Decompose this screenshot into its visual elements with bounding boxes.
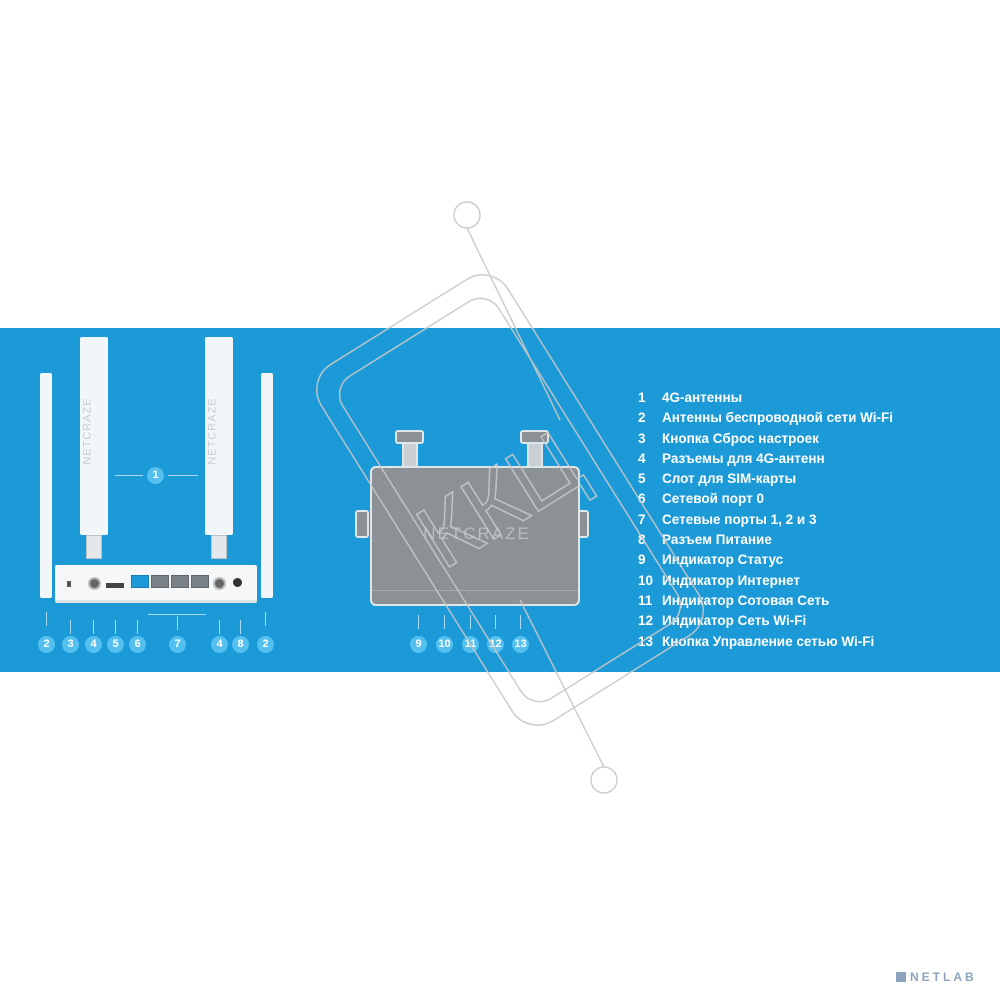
- callout-badge: 2: [257, 636, 274, 653]
- sim-slot: [106, 583, 124, 588]
- callout-badge: 10: [436, 636, 453, 653]
- callout-badge: 3: [62, 636, 79, 653]
- callout-badge: 4: [85, 636, 102, 653]
- callout-badge: 6: [129, 636, 146, 653]
- 4g-connector: [88, 577, 101, 590]
- power-jack: [233, 578, 242, 587]
- lan-port-3: [191, 575, 209, 588]
- reset-button: [67, 581, 71, 587]
- lan-port-2: [171, 575, 189, 588]
- wifi-antenna-right: [261, 373, 273, 598]
- callout-badge: 12: [487, 636, 504, 653]
- 4g-connector: [213, 577, 226, 590]
- antenna-connector: [211, 535, 227, 559]
- 4g-antenna-right: NETCRAZE: [205, 337, 233, 535]
- callout-badge: 7: [169, 636, 186, 653]
- callout-badge: 5: [107, 636, 124, 653]
- router-front-body: NETCRAZE: [370, 466, 580, 606]
- callout-badge: 9: [410, 636, 427, 653]
- router-logo: NETCRAZE: [423, 524, 531, 543]
- netlab-logo: NETLAB: [896, 970, 977, 984]
- 4g-antenna-left: NETCRAZE: [80, 337, 108, 535]
- callout-badge: 13: [512, 636, 529, 653]
- lan-port-0: [131, 575, 149, 588]
- side-antenna-nub: [355, 510, 369, 538]
- callout-badge: 11: [462, 636, 479, 653]
- antenna-brand: NETCRAZE: [206, 397, 219, 465]
- callout-badge: 8: [232, 636, 249, 653]
- antenna-connector: [86, 535, 102, 559]
- wifi-antenna-left: [40, 373, 52, 598]
- lan-port-1: [151, 575, 169, 588]
- router-rear-body: [55, 565, 257, 603]
- callout-badge: 1: [147, 467, 164, 484]
- callout-badge: 2: [38, 636, 55, 653]
- antenna-brand: NETCRAZE: [81, 397, 94, 465]
- callout-badge: 4: [211, 636, 228, 653]
